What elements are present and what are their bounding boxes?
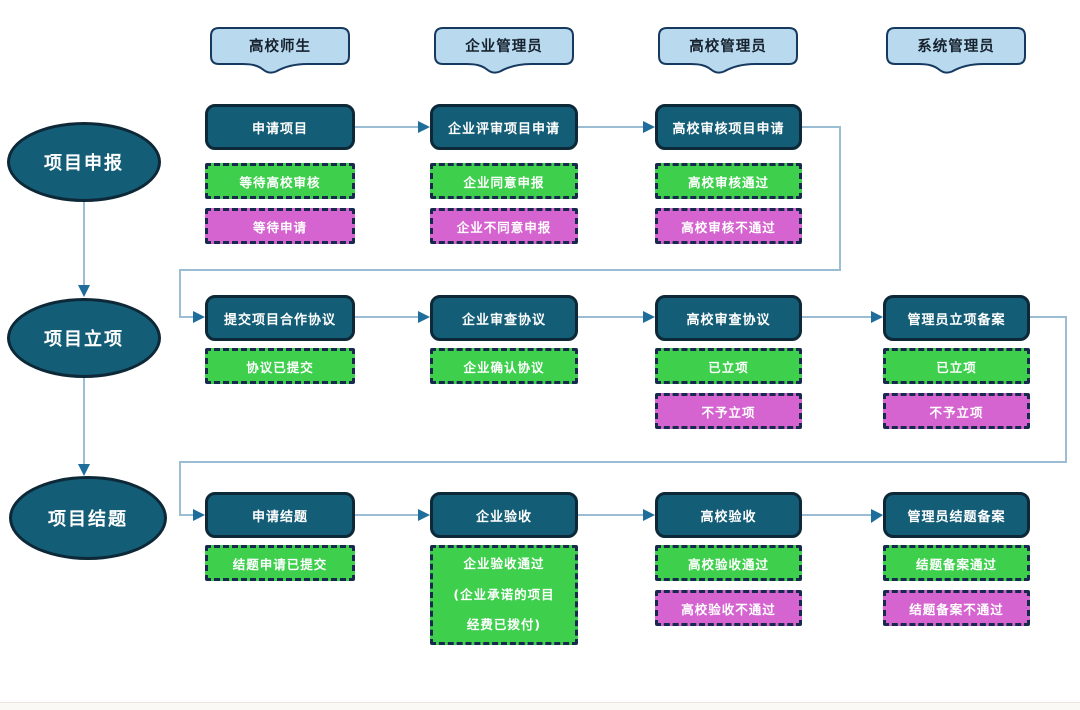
status-conclusion-application-submitted: 结题申请已提交 xyxy=(205,545,355,581)
process-company-acceptance: 企业验收 xyxy=(430,492,578,538)
status-project-established: 已立项 xyxy=(655,348,802,384)
status-company-rejected-declaration: 企业不同意申报 xyxy=(430,208,578,244)
status-filing-established: 已立项 xyxy=(883,348,1030,384)
page-bottom-strip xyxy=(0,702,1080,710)
lane-header-label: 高校师生 xyxy=(249,39,311,55)
status-agreement-submitted: 协议已提交 xyxy=(205,348,355,384)
banner-shape-icon xyxy=(434,27,574,74)
process-admin-conclusion-filing: 管理员结题备案 xyxy=(883,492,1030,538)
process-university-acceptance: 高校验收 xyxy=(655,492,802,538)
status-company-confirmed-agreement: 企业确认协议 xyxy=(430,348,578,384)
status-waiting-application: 等待申请 xyxy=(205,208,355,244)
status-conclusion-filing-passed: 结题备案通过 xyxy=(883,545,1030,581)
lane-header-enterprise-admin: 企业管理员 xyxy=(434,27,574,74)
lane-header-label: 高校管理员 xyxy=(689,39,767,55)
status-project-not-established: 不予立项 xyxy=(655,393,802,429)
process-admin-approval-filing: 管理员立项备案 xyxy=(883,295,1030,341)
process-apply-conclusion: 申请结题 xyxy=(205,492,355,538)
process-apply-project: 申请项目 xyxy=(205,104,355,150)
status-university-acceptance-passed: 高校验收通过 xyxy=(655,545,802,581)
status-university-acceptance-failed: 高校验收不通过 xyxy=(655,590,802,626)
lane-header-system-admin: 系统管理员 xyxy=(886,27,1026,74)
lane-header-university-admin: 高校管理员 xyxy=(658,27,798,74)
phase-project-declaration: 项目申报 xyxy=(7,122,161,202)
banner-shape-icon xyxy=(658,27,798,74)
phase-project-approval: 项目立项 xyxy=(7,298,161,378)
status-conclusion-filing-failed: 结题备案不通过 xyxy=(883,590,1030,626)
lane-header-label: 系统管理员 xyxy=(917,39,995,55)
lane-header-label: 企业管理员 xyxy=(465,39,543,55)
process-university-review-application: 高校审核项目申请 xyxy=(655,104,802,150)
banner-shape-icon xyxy=(210,27,350,74)
status-university-review-failed: 高校审核不通过 xyxy=(655,208,802,244)
status-waiting-university-review: 等待高校审核 xyxy=(205,163,355,199)
status-company-acceptance-passed: 企业验收通过 (企业承诺的项目 经费已拨付) xyxy=(430,545,578,645)
process-submit-cooperation-agreement: 提交项目合作协议 xyxy=(205,295,355,341)
process-company-review-application: 企业评审项目申请 xyxy=(430,104,578,150)
process-university-review-agreement: 高校审查协议 xyxy=(655,295,802,341)
status-company-approved-declaration: 企业同意申报 xyxy=(430,163,578,199)
status-filing-not-established: 不予立项 xyxy=(883,393,1030,429)
phase-project-conclusion: 项目结题 xyxy=(9,476,167,560)
banner-shape-icon xyxy=(886,27,1026,74)
status-university-review-passed: 高校审核通过 xyxy=(655,163,802,199)
lane-header-university-staff: 高校师生 xyxy=(210,27,350,74)
process-company-review-agreement: 企业审查协议 xyxy=(430,295,578,341)
